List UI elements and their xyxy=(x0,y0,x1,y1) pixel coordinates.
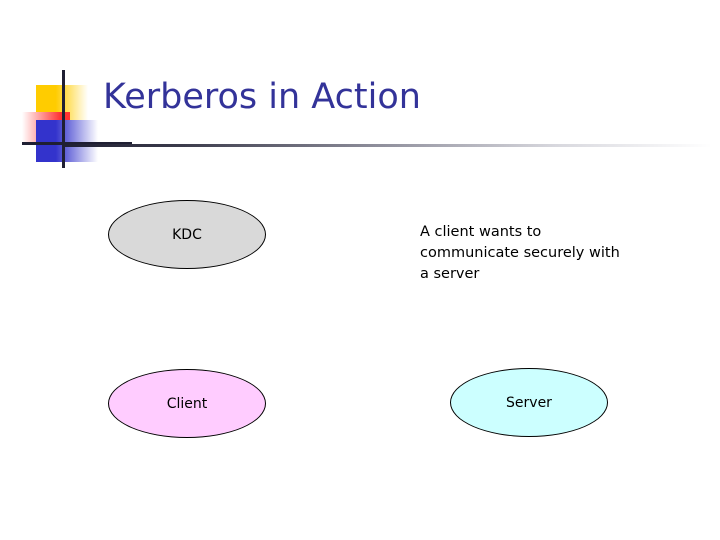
blue-square-icon xyxy=(36,120,98,162)
node-kdc[interactable]: KDC xyxy=(108,200,266,269)
page-title: Kerberos in Action xyxy=(103,77,421,117)
node-client[interactable]: Client xyxy=(108,369,266,438)
vertical-rule xyxy=(62,70,65,168)
diagram-note: A client wants to communicate securely w… xyxy=(420,224,620,282)
node-kdc-label: KDC xyxy=(172,226,202,243)
node-server-label: Server xyxy=(506,394,552,411)
node-client-label: Client xyxy=(166,395,208,412)
horizontal-rule-short xyxy=(22,142,132,145)
title-divider xyxy=(62,144,712,147)
decorative-square-mark xyxy=(22,62,132,168)
node-server[interactable]: Server xyxy=(450,368,608,437)
